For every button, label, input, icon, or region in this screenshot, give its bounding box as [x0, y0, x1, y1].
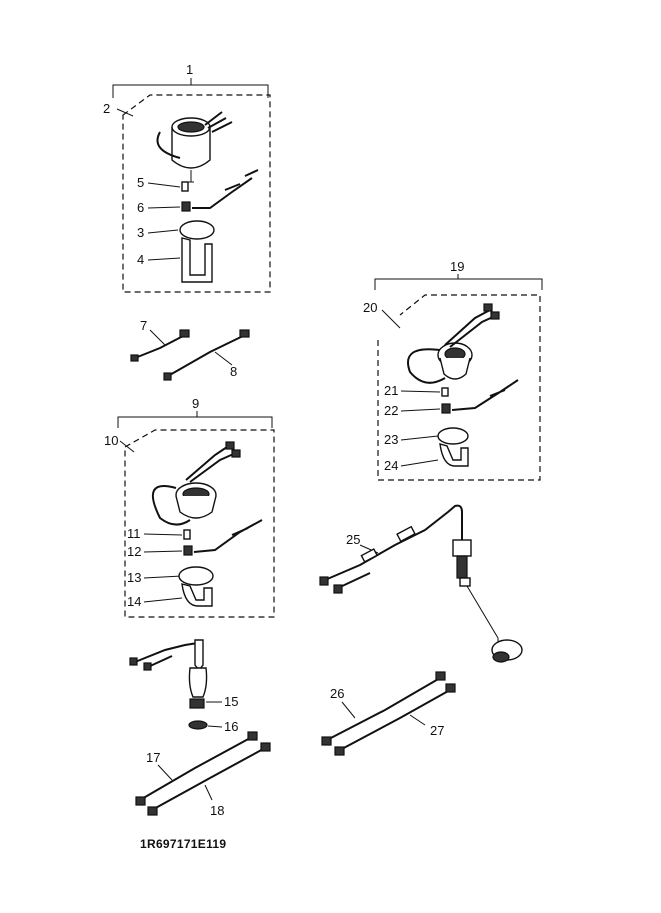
assembly-group-9: 9 10 11 12 13 14	[104, 396, 275, 618]
callout-20: 20	[363, 300, 377, 315]
fuel-sender-25: 25	[319, 504, 523, 663]
meter-gauge-part	[156, 111, 233, 183]
callout-10: 10	[104, 433, 118, 448]
harness-7-8: 7 8	[130, 318, 250, 381]
callout-23: 23	[384, 432, 398, 447]
callout-17: 17	[146, 750, 160, 765]
callout-1: 1	[186, 62, 193, 77]
callout-3: 3	[137, 225, 144, 240]
callout-27: 27	[430, 723, 444, 738]
callout-16: 16	[224, 719, 238, 734]
gauge-part-9	[151, 441, 241, 526]
callout-25: 25	[346, 532, 360, 547]
callout-24: 24	[384, 458, 398, 473]
callout-19: 19	[450, 259, 464, 274]
callout-9: 9	[192, 396, 199, 411]
callout-2: 2	[103, 101, 110, 116]
assembly-group-1: 1 2 5 6 3 4	[103, 62, 271, 293]
callout-5: 5	[137, 175, 144, 190]
assembly-group-19: 19 20 21 22 23 24	[363, 259, 543, 481]
sensor-15-16: 15 16	[129, 639, 238, 734]
callout-22: 22	[384, 403, 398, 418]
drawing-code: 1R697171E119	[140, 837, 226, 851]
callout-13: 13	[127, 570, 141, 585]
callout-26: 26	[330, 686, 344, 701]
callout-11: 11	[127, 526, 141, 541]
callout-6: 6	[137, 200, 144, 215]
callout-7: 7	[140, 318, 147, 333]
gauge-part-19	[407, 303, 500, 384]
callout-4: 4	[137, 252, 144, 267]
harness-17-18: 17 18	[135, 731, 271, 818]
callout-18: 18	[210, 803, 224, 818]
callout-8: 8	[230, 364, 237, 379]
callout-12: 12	[127, 544, 141, 559]
harness-26-27: 26 27	[321, 671, 456, 756]
callout-14: 14	[127, 594, 141, 609]
callout-15: 15	[224, 694, 238, 709]
callout-21: 21	[384, 383, 398, 398]
